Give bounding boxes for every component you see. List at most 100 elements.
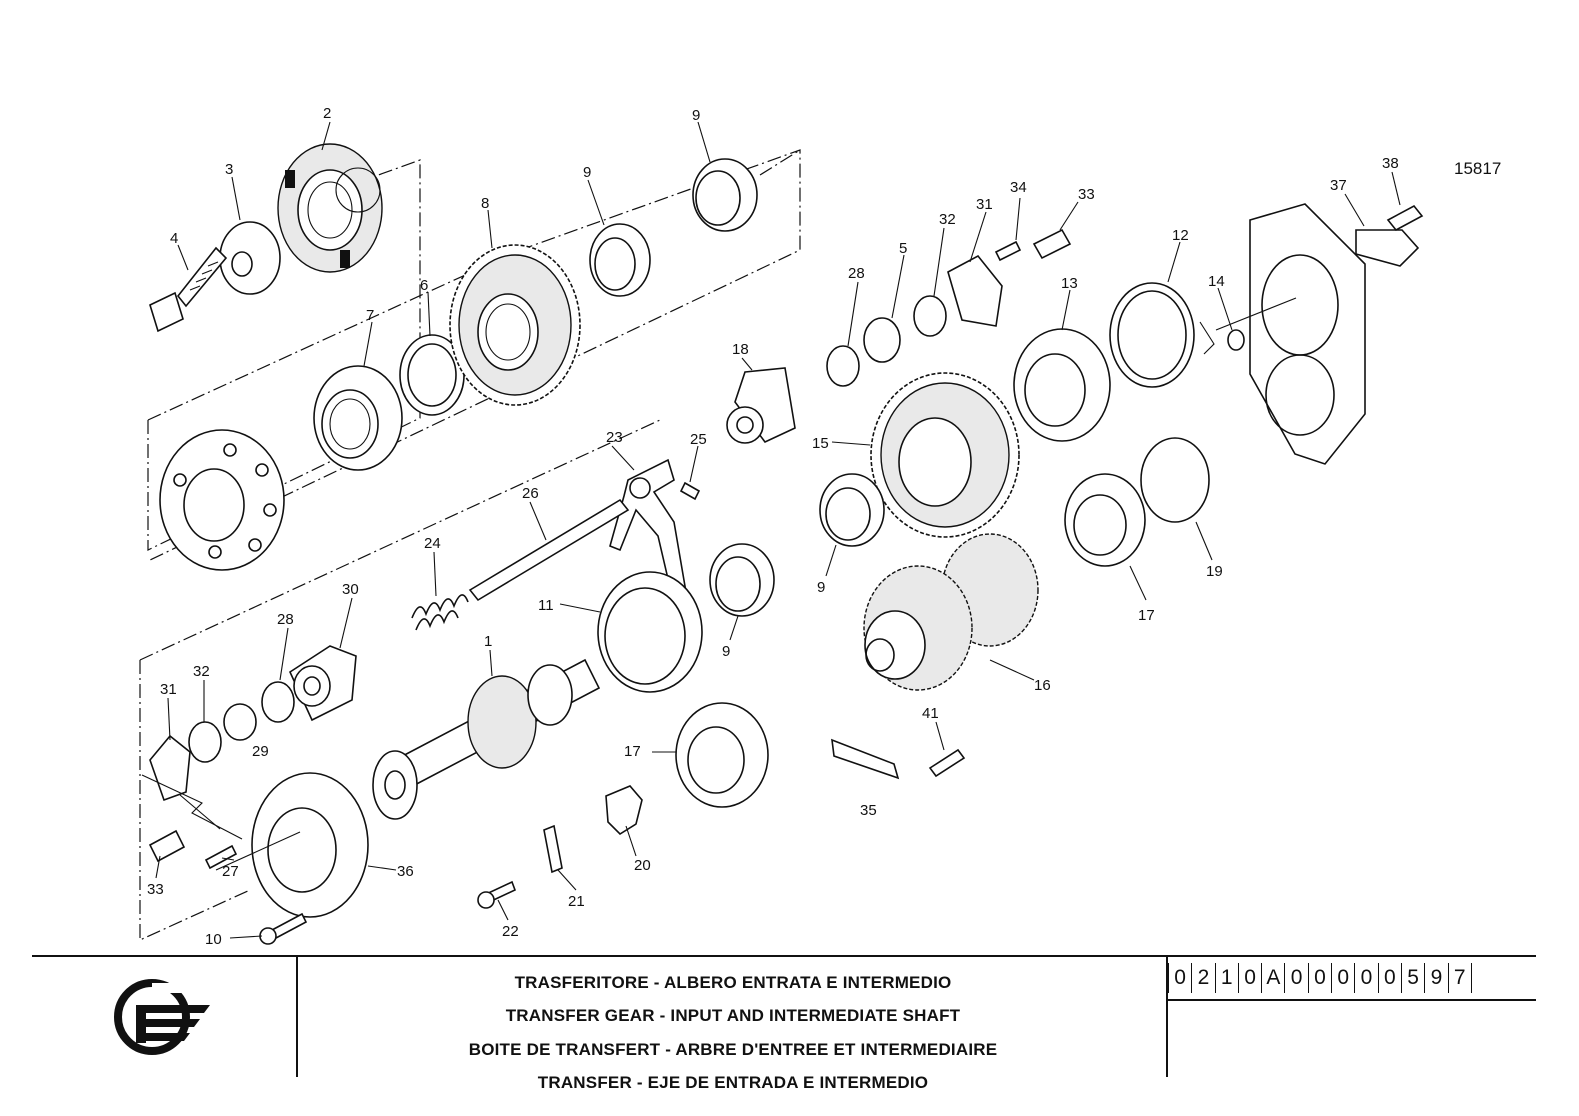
callout-13: 13 [1061,275,1078,292]
callout-28-upper: 28 [848,265,865,282]
callout-7: 7 [366,307,374,324]
callout-5: 5 [899,240,907,257]
part-18-bearing-cap-drawing [726,367,796,444]
callout-14: 14 [1208,273,1225,290]
callout-20: 20 [634,857,651,874]
part-31-plate-lower-drawing [149,734,191,802]
title-italian: TRASFERITORE - ALBERO ENTRATA E INTERMED… [514,973,952,992]
part-16-intermediate-shaft-drawing [863,533,1039,691]
callout-3: 3 [225,161,233,178]
drawing-number: 15817 [1454,159,1501,178]
callout-35: 35 [860,802,877,819]
callout-16: 16 [1034,677,1051,694]
part-31-plate-upper-drawing [947,254,1003,327]
title-block: TRASFERITORE - ALBERO ENTRATA E INTERMED… [0,955,1579,1116]
callout-36: 36 [397,863,414,880]
part-12-seal-ring-drawing [1109,282,1195,388]
company-logo-icon [112,977,216,1057]
code-digit: 2 [1192,963,1216,993]
callout-27: 27 [222,863,239,880]
callout-4: 4 [170,230,178,247]
callout-9-a: 9 [583,164,591,181]
part-35-plate-drawing [831,738,900,780]
part-17-bearing-lower-drawing [675,702,769,808]
part-32-ring-lower-drawing [188,721,222,763]
callout-9-d: 9 [722,643,730,660]
code-box-bottom-rule [1166,999,1536,1001]
part-13-bearing-drawing [1013,328,1111,442]
part-19-ring-drawing [1140,437,1210,523]
title-spanish: TRANSFER - EJE DE ENTRADA E INTERMEDIO [537,1073,929,1092]
callout-33-lower: 33 [147,881,164,898]
part-29-spacer-drawing [223,703,257,741]
part-32-ring-upper-drawing [913,295,947,337]
callout-15: 15 [812,435,829,452]
callout-28-lower: 28 [277,611,294,628]
callout-25: 25 [690,431,707,448]
callout-11: 11 [538,597,554,614]
callout-6: 6 [420,277,428,294]
part-9-needle-bearing-upper-drawing [589,223,651,297]
part-21-strip-drawing [543,824,563,874]
part-24-spring-drawing [411,594,469,631]
frame-line-top-right [759,149,801,176]
code-digit: 0 [1379,963,1402,993]
part-38-screw-drawing [1386,204,1424,232]
part-15-gear-drawing [870,372,1020,538]
part-7-bearing-drawing [313,365,403,471]
part-27-screw-drawing [204,844,238,870]
part-41-screw-drawing [928,748,966,778]
callout-1: 1 [484,633,492,650]
callout-33-upper: 33 [1078,186,1095,203]
part-9-needle-bearing-top-drawing [692,158,758,232]
part-11-synchro-ring-drawing [597,571,703,693]
callout-10: 10 [205,931,222,948]
part-34-screw-drawing [994,240,1022,262]
part-cover-plate-drawing [159,429,285,571]
callout-labels: 15817 2 3 4 8 9 9 7 6 5 28 32 31 34 33 1… [147,105,1501,948]
part-1-input-shaft-drawing [372,658,601,820]
title-block-divider-right [1166,957,1168,1077]
part-26-shift-rod-drawing [468,498,630,602]
callout-30: 30 [342,581,359,598]
part-8-gear-drawing [449,244,581,406]
frame-line-upper [147,149,801,561]
callout-29: 29 [252,743,269,760]
callout-41: 41 [922,705,939,722]
part-14-circlip-drawing [1227,329,1245,351]
title-block-divider-left [296,957,298,1077]
part-22-bolt-drawing [477,880,517,909]
callout-17-right: 17 [1138,607,1155,624]
part-9-needle-bearing-lower-drawing [709,543,775,617]
part-3-washer-drawing [219,221,281,295]
part-5-spacer-drawing [863,317,901,363]
callout-34: 34 [1010,179,1027,196]
code-digit: 0 [1332,963,1356,993]
callout-8: 8 [481,195,489,212]
part-28-ring-lower-drawing [261,681,295,723]
part-37-clamp-drawing [1355,229,1420,267]
part-transfer-case-housing-drawing [1249,203,1366,465]
callout-17-lower: 17 [624,743,641,760]
callout-31-upper: 31 [976,196,993,213]
title-block-top-rule [32,955,1536,957]
callout-23: 23 [606,429,623,446]
callout-2: 2 [323,105,331,122]
part-36-cover-drawing [251,772,369,918]
part-17-bearing-right-drawing [1064,473,1146,567]
part-4-bolt-drawing [149,246,228,333]
leader-lines [141,121,1401,939]
code-digit: 0 [1285,963,1309,993]
code-digit: 0 [1168,963,1193,993]
callout-32-lower: 32 [193,663,210,680]
code-digit: A [1262,963,1286,993]
callout-21: 21 [568,893,585,910]
part-28-ring-upper-drawing [826,345,860,387]
callout-19: 19 [1206,563,1223,580]
callout-37: 37 [1330,177,1347,194]
part-code-boxes: 0 2 1 0 A 0 0 0 0 0 5 9 7 [1168,963,1472,993]
part-33-sensor-lower-drawing [148,829,186,863]
callout-9-b: 9 [692,107,700,124]
callout-24: 24 [424,535,441,552]
